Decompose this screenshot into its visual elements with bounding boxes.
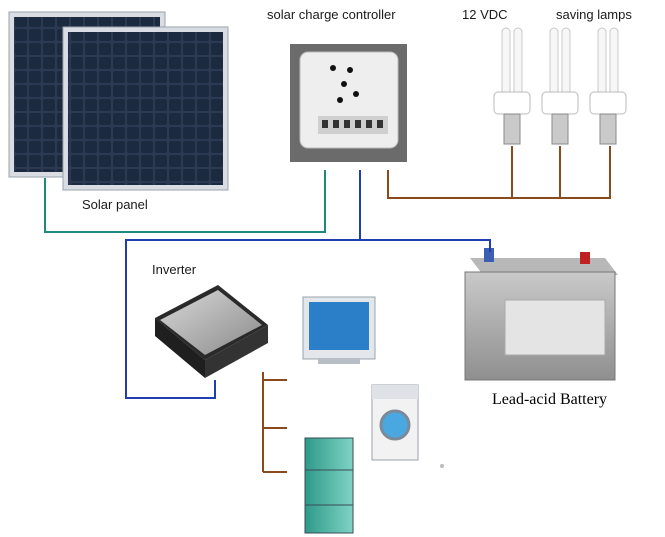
charge-controller-label: solar charge controller xyxy=(267,7,396,22)
saving-lamp-2 xyxy=(541,27,579,145)
battery-to-inverter-wire xyxy=(125,239,360,399)
inverter-label: Inverter xyxy=(152,262,197,277)
solar-panel-front xyxy=(62,26,229,191)
battery-label: Lead-acid Battery xyxy=(492,391,608,408)
inverter xyxy=(155,285,268,378)
controller-to-lamps-wire xyxy=(387,146,611,199)
saving-lamp-1 xyxy=(493,27,531,145)
panel-to-controller-wire xyxy=(44,170,326,233)
vdc-label: 12 VDC xyxy=(462,7,508,22)
lead-acid-battery xyxy=(464,248,618,381)
small-dot xyxy=(440,464,444,468)
controller-to-battery-wire xyxy=(359,170,491,252)
tv-appliance xyxy=(302,296,376,364)
saving-lamp-3 xyxy=(589,27,627,145)
fridge-appliance xyxy=(304,437,354,534)
inverter-to-appliances-wire xyxy=(262,372,287,473)
washing-machine-appliance xyxy=(371,384,419,461)
charge-controller xyxy=(290,44,407,162)
solar-panel-label: Solar panel xyxy=(82,197,148,212)
saving-lamps-label: saving lamps xyxy=(556,7,632,22)
